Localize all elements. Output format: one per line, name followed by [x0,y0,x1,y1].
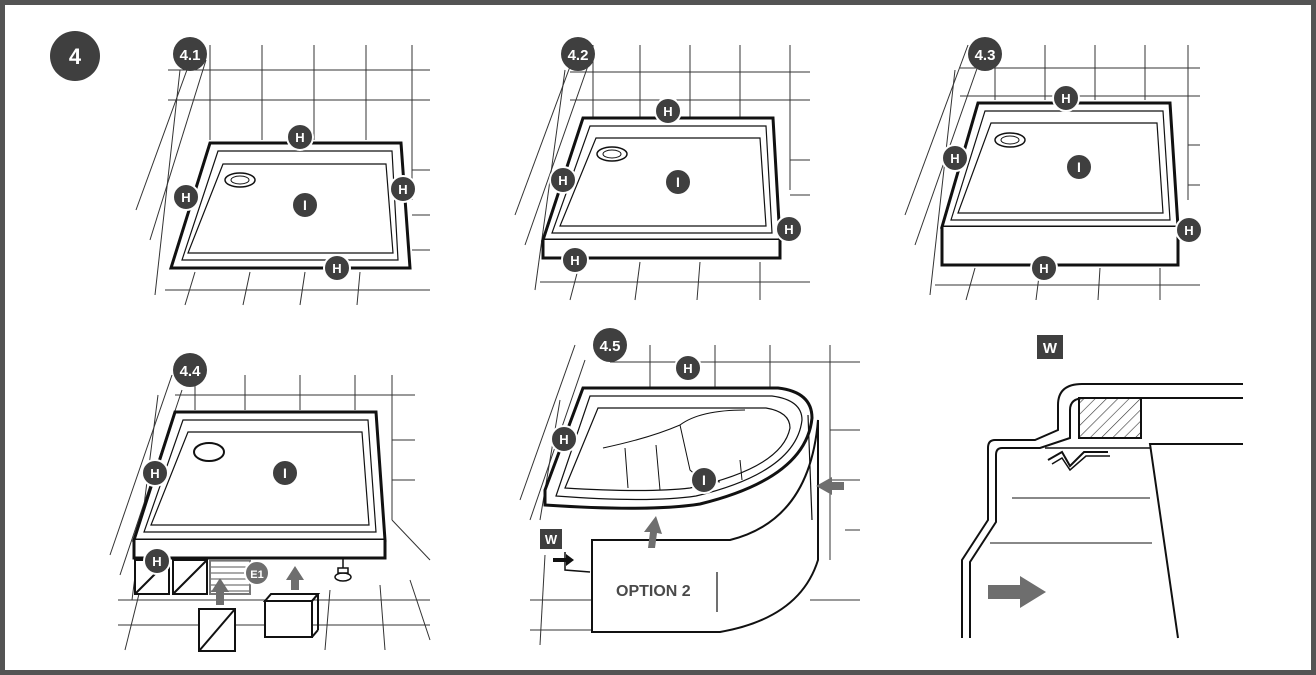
seal-marker-h: H [674,354,702,382]
seal-marker-h: H [941,144,969,172]
svg-text:H: H [784,222,793,237]
svg-text:H: H [663,104,672,119]
step-number: 4 [69,44,82,69]
panel-4-1-label: 4.1 [173,37,207,71]
panel-4-1 [135,44,430,306]
seal-marker-h: H [549,166,577,194]
svg-text:I: I [1077,159,1081,175]
seal-marker-h: H [141,459,169,487]
svg-text:I: I [676,174,680,190]
silicone-marker-i: I [690,466,718,494]
silicone-marker-i: I [291,191,319,219]
svg-text:I: I [303,197,307,213]
svg-text:W: W [545,532,558,547]
svg-text:I: I [283,465,287,481]
panel-4-4-label: 4.4 [173,353,207,387]
seal-marker-h: H [172,183,200,211]
panel-4-4 [109,370,431,652]
detail-marker-w: W [540,529,562,549]
seal-marker-h: H [1030,254,1058,282]
up-arrow-icon [211,578,229,605]
seal-marker-h: H [1052,84,1080,112]
pad-marker-e1: E1 [244,560,270,586]
panel-label: 4.2 [568,47,589,64]
panel-label: 4.4 [180,363,202,380]
panel-4-3 [904,44,1200,301]
svg-text:H: H [570,253,579,268]
svg-text:H: H [1184,223,1193,238]
panel-4-3-label: 4.3 [968,37,1002,71]
svg-text:H: H [181,190,190,205]
seal-marker-h: H [323,254,351,282]
svg-text:H: H [152,554,161,569]
panel-4-5-label: 4.5 [593,328,627,362]
seal-marker-h: H [1175,216,1203,244]
panel-4-2 [514,44,810,301]
seal-marker-h: H [561,246,589,274]
svg-text:H: H [1061,91,1070,106]
left-arrow-icon [816,477,844,495]
seal-marker-h: H [550,425,578,453]
seal-marker-h: H [654,97,682,125]
panel-label: 4.5 [600,338,621,355]
svg-text:H: H [1039,261,1048,276]
right-arrow-icon [988,576,1046,608]
svg-text:W: W [1043,340,1058,357]
svg-text:H: H [558,173,567,188]
svg-text:I: I [702,472,706,488]
up-arrow-icon [644,516,662,548]
panel-4-2-label: 4.2 [561,37,595,71]
support-blocks [134,559,321,652]
adjustable-foot [334,558,352,582]
seal-marker-h: H [286,123,314,151]
svg-text:H: H [295,130,304,145]
svg-text:H: H [398,182,407,197]
right-arrow-icon [553,554,574,566]
seal-marker-h: H [143,547,171,575]
svg-text:H: H [332,261,341,276]
tile-wall-grid [135,44,430,306]
silicone-marker-i: I [664,168,692,196]
option-label: OPTION 2 [616,583,691,600]
seal-marker-h: H [775,215,803,243]
svg-text:E1: E1 [250,569,263,581]
svg-text:H: H [683,361,692,376]
detail-w-section [961,383,1243,639]
svg-text:H: H [150,466,159,481]
up-arrow-icon [286,566,304,590]
svg-text:H: H [950,151,959,166]
seal-marker-h: H [389,175,417,203]
tile-wall-grid [514,44,810,301]
panel-4-5 [519,344,860,646]
step-badge: 4 [50,31,100,81]
silicone-marker-i: I [1065,153,1093,181]
detail-w-label: W [1037,335,1063,359]
svg-text:H: H [559,432,568,447]
silicone-marker-i: I [271,459,299,487]
panel-label: 4.3 [975,47,996,64]
panel-label: 4.1 [180,47,201,64]
